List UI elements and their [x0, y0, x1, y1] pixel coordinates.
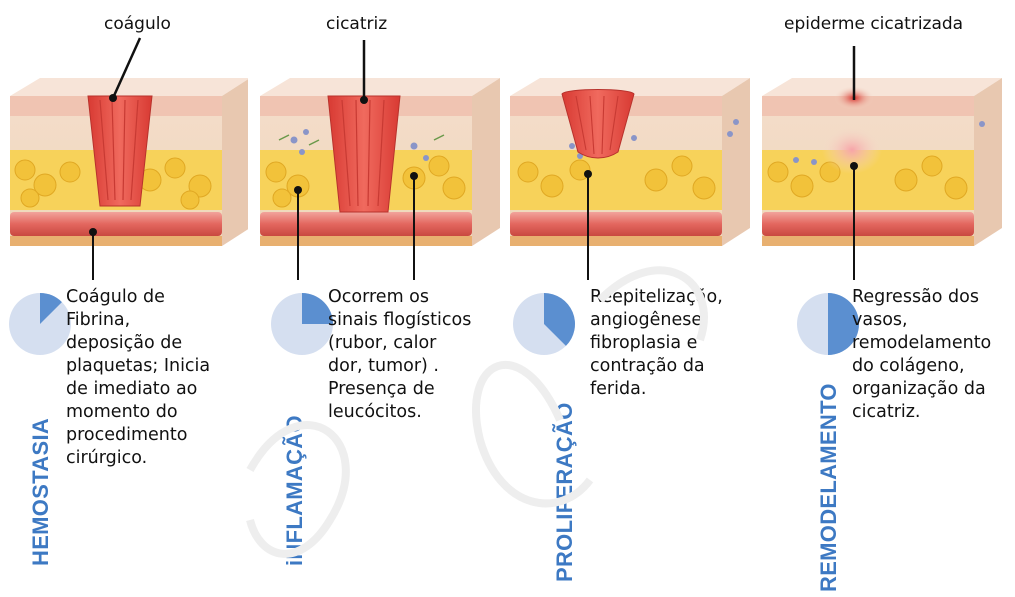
- phase-label-inflamacao: iNFLAMAÇÃO: [282, 415, 308, 566]
- description-proliferacao: Reepitelização, angiogênese, fibroplasia…: [590, 286, 723, 401]
- top-label-cicatriz: cicatriz: [326, 14, 387, 34]
- description-hemostasia: Coágulo de Fibrina, deposição de plaquet…: [66, 286, 210, 470]
- stage-remodelamento: epiderme cicatrizada Regressão dos vasos…: [756, 0, 1004, 597]
- stage-inflamacao: cicatriz Ocorrem os sinais flogísticos (…: [254, 0, 502, 597]
- skin-illustration-hemostasia: [0, 0, 248, 280]
- progress-pie-proliferacao: [512, 292, 576, 356]
- phase-label-hemostasia: HEMOSTASIA: [28, 418, 54, 566]
- skin-illustration-inflamacao: [254, 0, 502, 280]
- progress-pie-hemostasia: [8, 292, 72, 356]
- progress-pie-remodelamento: [796, 292, 860, 356]
- description-inflamacao: Ocorrem os sinais flogísticos (rubor, ca…: [328, 286, 471, 424]
- stage-hemostasia: coágulo Coágulo de Fibrina, deposição de…: [0, 0, 248, 597]
- skin-illustration-remodelamento: [756, 0, 1004, 280]
- top-label-epiderme-cicatrizada: epiderme cicatrizada: [784, 14, 963, 34]
- phase-label-remodelamento: REMODELAMENTO: [816, 383, 842, 592]
- phase-label-proliferacao: PROLIFERAÇÃO: [552, 402, 578, 582]
- skin-illustration-proliferacao: [506, 0, 754, 280]
- description-remodelamento: Regressão dos vasos, remodelamento do co…: [852, 286, 991, 424]
- stage-proliferacao: Reepitelização, angiogênese, fibroplasia…: [506, 0, 754, 597]
- top-label-coagulo: coágulo: [104, 14, 171, 34]
- progress-pie-inflamacao: [270, 292, 334, 356]
